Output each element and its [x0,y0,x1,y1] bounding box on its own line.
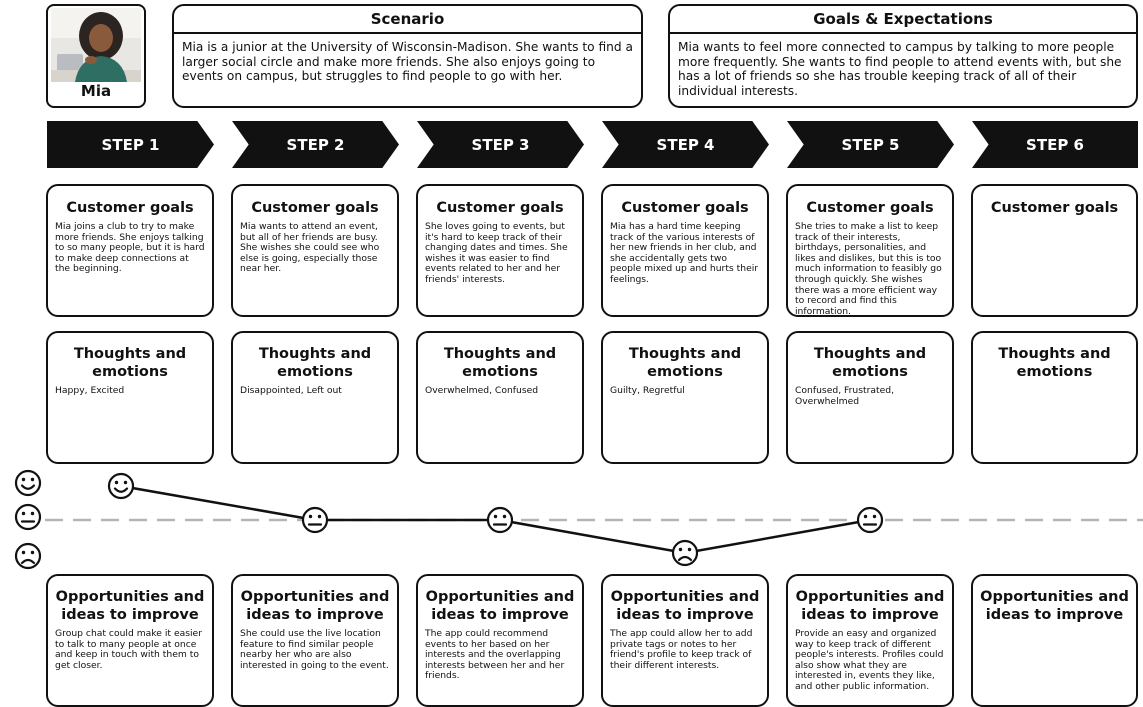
step-1-thoughts-text: Happy, Excited [55,385,125,396]
persona-name: Mia [80,82,112,100]
goals-expectations-box: Goals & Expectations Mia wants to feel m… [668,4,1138,108]
step-1-arrow: STEP 1 [47,121,214,168]
step-4-thoughts-title: Thoughts and emotions [628,346,742,380]
goals-expectations-title: Goals & Expectations [813,10,993,28]
step-1-thoughts-card: Thoughts and emotions Happy, Excited [46,331,214,464]
step-5-thoughts-text: Confused, Frustrated, Overwhelmed [795,385,895,407]
step-5-opportunity-text: Provide an easy and organized way to kee… [795,628,944,692]
step-1-label: STEP 1 [101,135,160,154]
step-2-opportunity-text: She could use the live location feature … [240,628,389,671]
step-5-neutral-face-icon [856,506,884,534]
step-5-thoughts-title: Thoughts and emotions [813,346,927,380]
step-2-opportunity-card: Opportunities and ideas to improve She c… [231,574,399,707]
step-3-opportunity-title: Opportunities and ideas to improve [425,589,575,623]
step-4-opportunity-card: Opportunities and ideas to improve The a… [601,574,769,707]
step-2-goal-title: Customer goals [251,200,379,216]
step-4-sad-face-icon [671,539,699,567]
step-5-goal-card: Customer goals She tries to make a list … [786,184,954,317]
step-3-goal-text: She loves going to events, but it's hard… [425,221,568,285]
step-4-opportunity-text: The app could allow her to add private t… [610,628,753,671]
step-3-goal-card: Customer goals She loves going to events… [416,184,584,317]
step-4-arrow: STEP 4 [602,121,769,168]
step-4-goal-card: Customer goals Mia has a hard time keepi… [601,184,769,317]
step-2-neutral-face-icon [301,506,329,534]
step-4-goal-title: Customer goals [621,200,749,216]
step-6-opportunity-title: Opportunities and ideas to improve [980,589,1129,623]
step-1-goal-card: Customer goals Mia joins a club to try t… [46,184,214,317]
step-2-thoughts-text: Disappointed, Left out [240,385,342,396]
step-6-opportunity-card: Opportunities and ideas to improve [971,574,1138,707]
step-5-thoughts-card: Thoughts and emotions Confused, Frustrat… [786,331,954,464]
persona-card: Mia [46,4,146,108]
step-5-goal-text: She tries to make a list to keep track o… [795,221,942,317]
scenario-text: Mia is a junior at the University of Wis… [182,40,633,84]
step-1-thoughts-title: Thoughts and emotions [73,346,187,380]
step-3-label: STEP 3 [471,135,530,154]
step-3-opportunity-text: The app could recommend events to her ba… [425,628,565,682]
step-3-neutral-face-icon [486,506,514,534]
step-1-happy-face-icon [107,472,135,500]
step-2-thoughts-card: Thoughts and emotions Disappointed, Left… [231,331,399,464]
step-5-label: STEP 5 [841,135,900,154]
step-3-thoughts-card: Thoughts and emotions Overwhelmed, Confu… [416,331,584,464]
happy-face-icon [14,469,42,497]
step-5-goal-title: Customer goals [806,200,934,216]
step-3-thoughts-title: Thoughts and emotions [443,346,557,380]
step-4-opportunity-title: Opportunities and ideas to improve [610,589,760,623]
step-5-opportunity-card: Opportunities and ideas to improve Provi… [786,574,954,707]
sad-face-icon [14,542,42,570]
step-3-arrow: STEP 3 [417,121,584,168]
scenario-box: Scenario Mia is a junior at the Universi… [172,4,643,108]
step-4-thoughts-card: Thoughts and emotions Guilty, Regretful [601,331,769,464]
step-2-label: STEP 2 [286,135,345,154]
scenario-divider [174,32,641,34]
step-6-thoughts-card: Thoughts and emotions [971,331,1138,464]
step-4-thoughts-text: Guilty, Regretful [610,385,685,396]
step-6-label: STEP 6 [1026,135,1084,154]
step-2-thoughts-title: Thoughts and emotions [258,346,372,380]
step-5-arrow: STEP 5 [787,121,954,168]
step-6-goal-card: Customer goals [971,184,1138,317]
scenario-title: Scenario [370,10,445,28]
step-2-opportunity-title: Opportunities and ideas to improve [240,589,390,623]
step-3-goal-title: Customer goals [436,200,564,216]
step-1-goal-text: Mia joins a club to try to make more fri… [55,221,205,275]
step-1-opportunity-card: Opportunities and ideas to improve Group… [46,574,214,707]
goals-expectations-text: Mia wants to feel more connected to camp… [678,40,1122,98]
step-1-opportunity-title: Opportunities and ideas to improve [55,589,205,623]
step-2-goal-card: Customer goals Mia wants to attend an ev… [231,184,399,317]
step-5-opportunity-title: Opportunities and ideas to improve [795,589,945,623]
neutral-face-icon [14,503,42,531]
persona-photo [51,8,141,82]
step-6-arrow: STEP 6 [972,121,1138,168]
step-3-thoughts-text: Overwhelmed, Confused [425,385,539,396]
step-2-goal-text: Mia wants to attend an event, but all of… [240,221,380,275]
step-4-goal-text: Mia has a hard time keeping track of the… [610,221,759,285]
emotion-curve [14,469,1143,570]
goals-expectations-divider [670,32,1136,34]
step-4-label: STEP 4 [656,135,715,154]
step-2-arrow: STEP 2 [232,121,399,168]
step-3-opportunity-card: Opportunities and ideas to improve The a… [416,574,584,707]
step-1-goal-title: Customer goals [66,200,194,216]
step-6-goal-title: Customer goals [990,200,1119,216]
step-1-opportunity-text: Group chat could make it easier to talk … [55,628,202,671]
step-6-thoughts-title: Thoughts and emotions [998,346,1111,380]
